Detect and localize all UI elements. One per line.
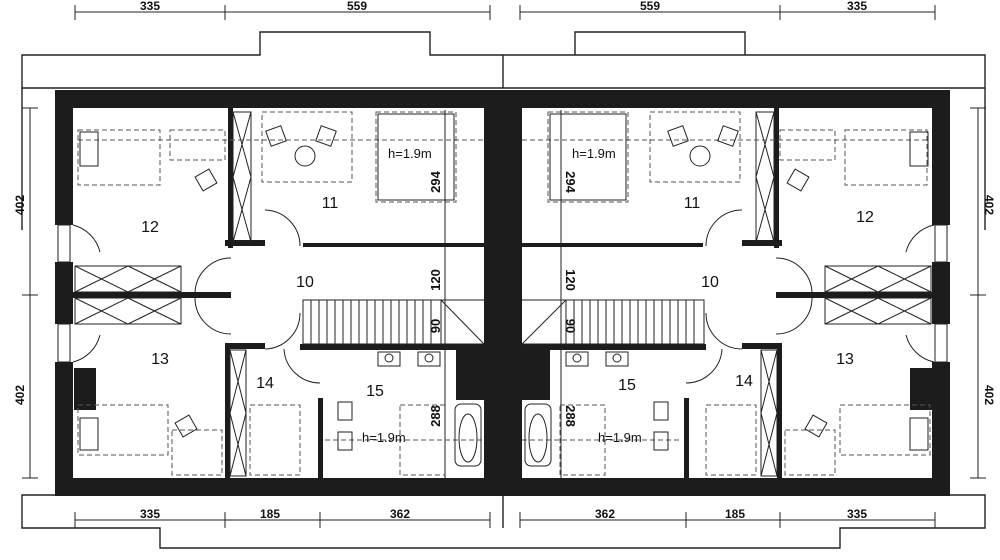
dim-label: 335	[847, 507, 867, 521]
side-windows	[57, 224, 948, 363]
room-labels-left: 12 11 10 13 14 15	[141, 195, 384, 400]
dim-label: 559	[347, 0, 367, 13]
door-swings	[72, 209, 935, 384]
room-labels-right: 11 12 10 15 14 13	[618, 195, 874, 394]
bottom-dimensions: 335 185 362 362 185 335	[140, 507, 867, 521]
dim-label: 185	[725, 507, 745, 521]
furniture-solid	[79, 113, 929, 467]
ceiling-notes: h=1.9m h=1.9m h=1.9m h=1.9m	[362, 146, 642, 445]
internal-dimension-lines	[444, 110, 562, 478]
internal-dimensions: 294 294 120 120 90 90 288 288	[428, 170, 578, 426]
dim-label: 294	[428, 170, 443, 192]
room-number: 13	[836, 351, 854, 368]
dim-label: 90	[563, 319, 578, 333]
left-dimension-line	[22, 107, 38, 479]
roof-outline	[21, 31, 986, 549]
ceiling-height-label: h=1.9m	[598, 430, 642, 445]
dim-label: 288	[428, 405, 443, 427]
exterior-walls	[55, 90, 950, 496]
right-dimension-line	[970, 107, 986, 479]
dim-label: 402	[982, 195, 996, 215]
dim-label: 335	[847, 0, 867, 13]
dim-label: 294	[563, 171, 578, 193]
room-number: 15	[618, 377, 636, 394]
room-number: 10	[701, 274, 719, 291]
ceiling-height-label: h=1.9m	[362, 430, 406, 445]
furniture-dashed	[77, 111, 931, 476]
room-number: 15	[366, 383, 384, 400]
left-dimensions: 402 402	[13, 195, 27, 405]
ceiling-height-label: h=1.9m	[388, 146, 432, 161]
room-number: 14	[735, 373, 753, 390]
interior-walls	[73, 108, 934, 478]
ceiling-height-label: h=1.9m	[572, 146, 616, 161]
dim-label: 185	[260, 507, 280, 521]
dim-label: 335	[140, 0, 160, 13]
dim-label: 402	[13, 195, 27, 215]
room-number: 12	[141, 219, 159, 236]
wardrobes	[74, 111, 932, 477]
dim-label: 335	[140, 507, 160, 521]
stairs-left	[302, 299, 485, 345]
dim-label: 362	[390, 507, 410, 521]
room-number: 11	[322, 195, 339, 212]
dim-label: 120	[563, 269, 578, 291]
dim-label: 288	[563, 405, 578, 427]
room-number: 10	[296, 274, 314, 291]
stairs-right	[521, 299, 705, 345]
dim-label: 90	[428, 319, 443, 333]
right-dimensions: 402 402	[982, 195, 996, 405]
dim-label: 362	[595, 507, 615, 521]
top-dimensions: 335 559 559 335	[140, 0, 867, 13]
dim-label: 559	[640, 0, 660, 13]
room-number: 11	[684, 195, 701, 212]
room-number: 12	[856, 209, 874, 226]
top-dimension-line	[74, 5, 936, 20]
bottom-dimension-line	[74, 512, 936, 528]
dim-label: 402	[13, 385, 27, 405]
dim-label: 120	[428, 269, 443, 291]
dim-label: 402	[982, 385, 996, 405]
room-number: 13	[151, 351, 169, 368]
room-number: 14	[256, 375, 274, 392]
